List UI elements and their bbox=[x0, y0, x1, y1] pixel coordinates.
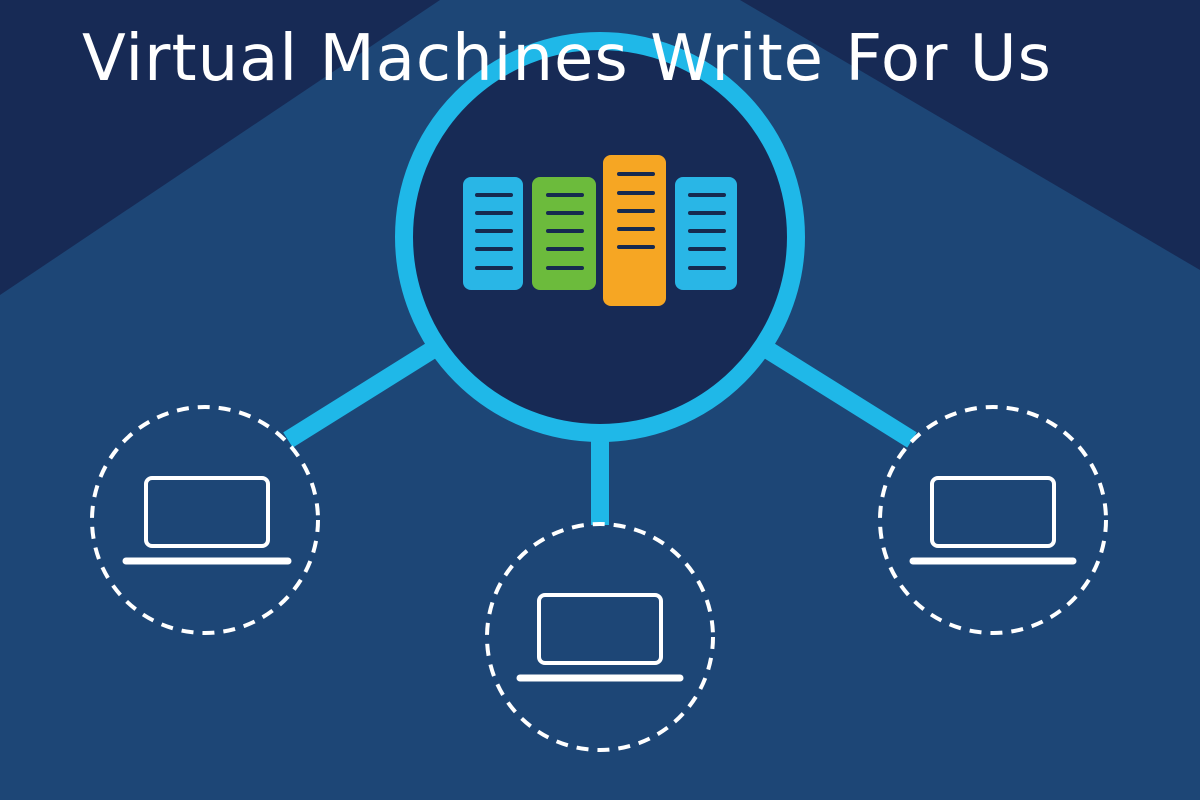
client-center bbox=[485, 522, 715, 752]
client-left bbox=[90, 405, 320, 635]
connector-left bbox=[283, 337, 445, 448]
laptop-icon bbox=[516, 593, 684, 682]
server-hub-ring bbox=[395, 32, 805, 442]
page-title: Virtual Machines Write For Us bbox=[82, 22, 1052, 96]
connector-right bbox=[755, 337, 917, 448]
laptop-icon bbox=[909, 476, 1077, 565]
laptop-icon bbox=[122, 476, 292, 565]
connectors bbox=[283, 337, 917, 525]
client-right bbox=[878, 405, 1108, 635]
server-rack-icon bbox=[463, 155, 737, 306]
